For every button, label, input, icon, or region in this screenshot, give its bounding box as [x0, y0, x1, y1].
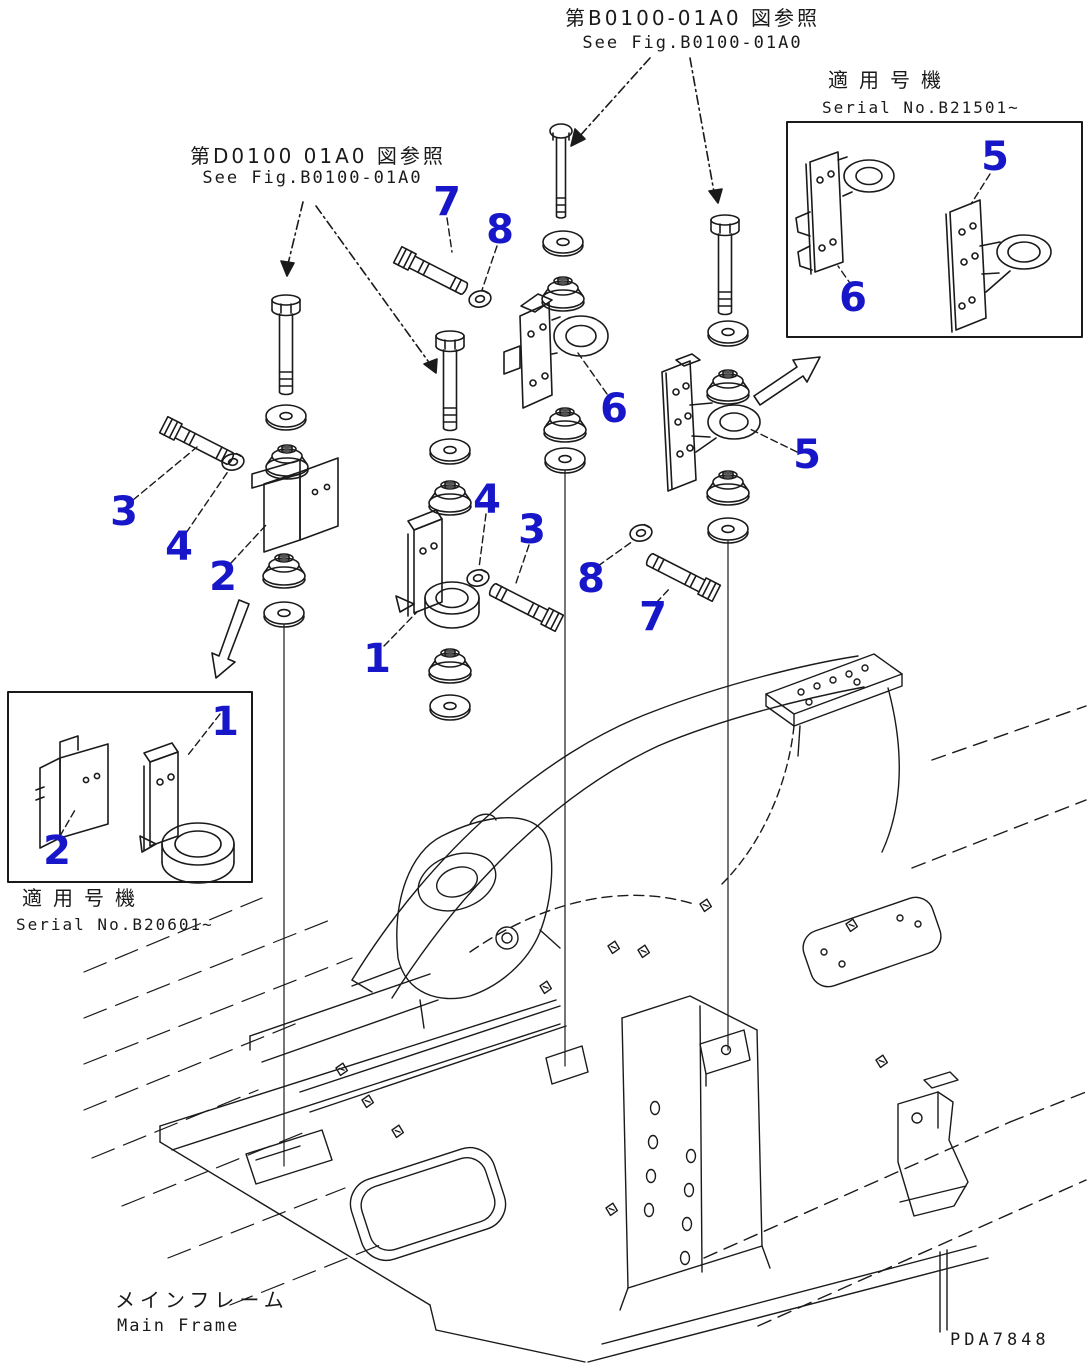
bracket-2-main-drawing [251, 457, 339, 553]
top-figure-ref-jp: 第B0100-01A0 図参照 [564, 6, 821, 30]
bolt-3-center-drawing [486, 579, 565, 633]
bracket-2-inset-drawing [35, 735, 109, 849]
main-frame-label-en: Main Frame [117, 1316, 240, 1336]
serial-left-jp: 適用号機 [22, 886, 146, 910]
callout-4-left: 4 [165, 524, 193, 570]
bolt-top-center-drawing [549, 123, 573, 219]
bracket-6-main-drawing [503, 293, 609, 409]
callout-5: 5 [793, 432, 821, 478]
serial-right-jp: 適用号機 [828, 68, 952, 92]
serial-left-en: Serial No.B20601~ [16, 915, 214, 934]
bolt-7-left-drawing [392, 245, 471, 299]
bolt-3-left-drawing [158, 415, 237, 469]
bracket-5-inset-drawing [945, 199, 1052, 333]
callout-4-center: 4 [473, 477, 501, 523]
callout-2: 2 [209, 554, 237, 600]
callout-6: 6 [600, 386, 628, 432]
callout-1: 1 [363, 636, 391, 682]
bolt-top-right-drawing [710, 214, 740, 316]
inset-box-bottom-left [7, 691, 253, 883]
hatch-lines [83, 897, 381, 1306]
direction-arrow-down-left [211, 599, 250, 679]
washer-stack-center-low [428, 438, 472, 721]
callout-6-inset: 6 [839, 275, 867, 321]
callout-7: 7 [433, 179, 461, 225]
callout-2-inset: 2 [43, 828, 71, 874]
bracket-1-inset-drawing [139, 742, 235, 884]
inset-box-top-right [786, 121, 1083, 338]
main-frame-label-jp: メインフレーム [115, 1288, 289, 1312]
bracket-1-main-drawing [395, 509, 480, 629]
callout-leaders [59, 173, 991, 837]
assembly-drop-lines [283, 470, 729, 1167]
main-frame-drawing [83, 653, 1087, 1363]
callout-1-inset: 1 [211, 699, 239, 745]
top-figure-ref-en: See Fig.B0100-01A0 [582, 33, 803, 53]
drawing-code: PDA7848 [950, 1330, 1050, 1350]
callout-3-center: 3 [518, 507, 546, 553]
bracket-6-inset-drawing [795, 151, 895, 275]
callout-7-right: 7 [639, 594, 667, 640]
washer-8-left-drawing [466, 288, 494, 310]
serial-right-en: Serial No.B21501~ [822, 98, 1020, 117]
washer-8-right-drawing [627, 522, 655, 544]
callout-3-left: 3 [110, 489, 138, 535]
direction-arrow-up-right [753, 356, 821, 406]
callout-5-inset: 5 [981, 134, 1009, 180]
bolt-left-long-drawing [271, 294, 301, 396]
left-figure-ref-en: See Fig.B0100-01A0 [202, 168, 423, 188]
callout-8: 8 [486, 207, 514, 253]
left-figure-ref-jp: 第D0100 01A0 図参照 [190, 144, 446, 168]
bolt-center-long-drawing [435, 330, 465, 432]
washer-stack-left [262, 404, 309, 628]
bracket-5-main-drawing [661, 353, 761, 492]
callout-8-right: 8 [577, 556, 605, 602]
figure-reference-arrows [280, 57, 723, 374]
